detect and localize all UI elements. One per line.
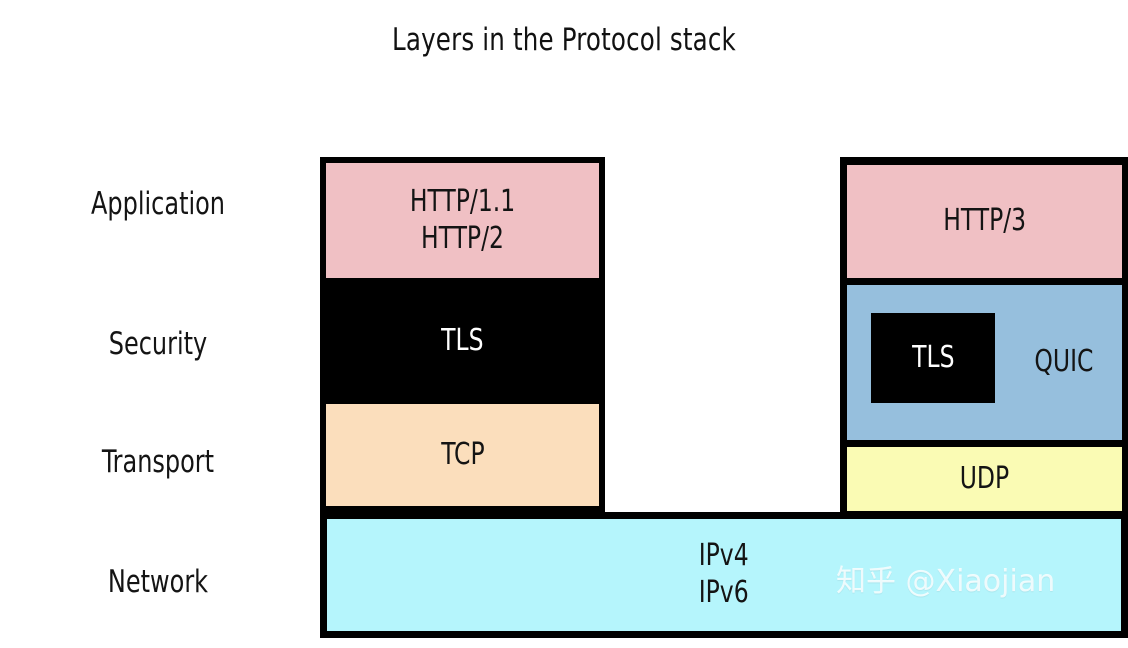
- right-stack-transport-box: UDP: [847, 447, 1122, 511]
- right-stack-quic-label-wrap: QUIC: [1005, 285, 1122, 440]
- left-stack-application-box: HTTP/1.1 HTTP/2: [326, 163, 599, 278]
- right-stack-transport-label: UDP: [959, 460, 1010, 496]
- left-stack-transport-box: TCP: [326, 404, 599, 506]
- right-stack-tls-label: TLS: [911, 339, 955, 375]
- right-stack-security-box: TLS QUIC: [847, 285, 1122, 440]
- left-stack-application-label: HTTP/1.1 HTTP/2: [409, 183, 516, 256]
- right-stack-quic-label: QUIC: [1034, 344, 1093, 380]
- layer-label-network: Network: [107, 564, 209, 600]
- right-stack-tls-inner-box: TLS: [871, 313, 995, 403]
- layer-label-transport: Transport: [101, 444, 215, 480]
- network-layer-box: IPv4 IPv6: [327, 519, 1121, 631]
- left-stack-security-box: TLS: [320, 278, 605, 404]
- left-stack-transport-label: TCP: [440, 436, 485, 472]
- left-stack-security-label: TLS: [441, 322, 484, 358]
- network-layer-label: IPv4 IPv6: [699, 538, 749, 610]
- layer-label-security: Security: [108, 326, 208, 362]
- page-title: Layers in the Protocol stack: [392, 22, 736, 58]
- right-stack-application-label: HTTP/3: [943, 203, 1026, 239]
- right-stack-application-box: HTTP/3: [847, 165, 1122, 278]
- layer-label-application: Application: [90, 186, 226, 222]
